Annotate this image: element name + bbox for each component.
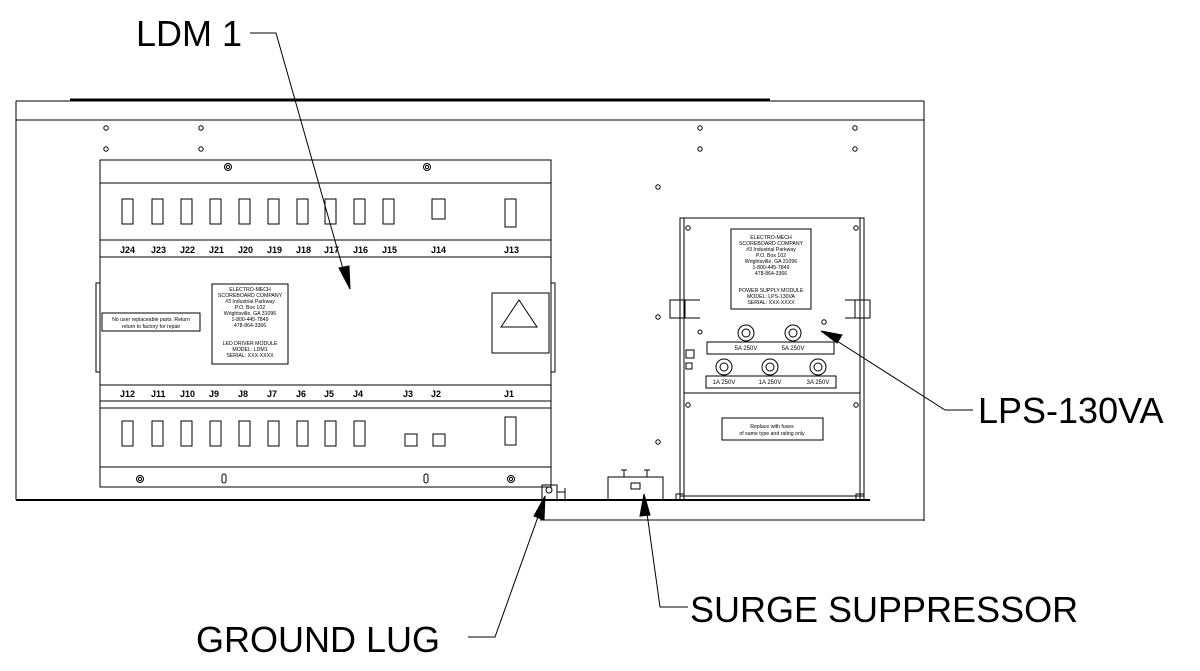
fuse-rating: 1A 250V <box>713 380 736 386</box>
label-line: 1-800-445-7849 <box>753 265 790 271</box>
connector-label: J9 <box>209 389 219 399</box>
surge-callout-label: SURGE SUPPRESSOR <box>690 589 1078 630</box>
ldm-warning-box <box>101 312 201 332</box>
connector-label: J17 <box>324 245 339 255</box>
lps-label-text: ELECTRO-MECH SCOREBOARD COMPANY #3 Indus… <box>739 235 804 306</box>
lps-replace-note-box <box>721 417 824 441</box>
ldm-callout-label: LDM 1 <box>136 13 242 54</box>
connector-label: J6 <box>296 389 306 399</box>
label-line: MODEL: LPS-130VA <box>747 294 796 300</box>
surge-suppressor <box>607 469 664 501</box>
enclosure <box>15 98 925 521</box>
ground-arrowhead <box>533 495 546 521</box>
label-line: POWER SUPPLY MODULE <box>739 288 804 294</box>
connector-label: J13 <box>504 245 519 255</box>
connector-label: J3 <box>403 389 413 399</box>
connector-label: J5 <box>324 389 334 399</box>
lps-callout-label: LPS-130VA <box>978 390 1163 431</box>
ground-leader <box>468 499 545 638</box>
ldm-leader <box>250 32 348 284</box>
label-line: SCOREBOARD COMPANY <box>218 293 283 299</box>
leader-lines <box>250 32 973 638</box>
connector-label: J21 <box>209 245 224 255</box>
triangle-icon <box>500 299 538 328</box>
ldm-warning-text: No user replaceable parts. Return return… <box>112 317 190 330</box>
ground-callout-label: GROUND LUG <box>196 619 440 660</box>
label-line: P.O. Box 102 <box>235 305 265 311</box>
surge-leader <box>644 498 688 608</box>
label-line: P.O. Box 102 <box>756 253 786 259</box>
connector-label: J18 <box>296 245 311 255</box>
connector-label: J14 <box>431 245 446 255</box>
label-line: SCOREBOARD COMPANY <box>739 241 804 247</box>
lps-product-label <box>730 228 812 310</box>
connector-label: J12 <box>120 389 135 399</box>
connector-label: J11 <box>151 389 166 399</box>
bottom-connector-slots <box>121 416 517 447</box>
connector-label: J8 <box>238 389 248 399</box>
label-line: SERIAL: XXX-XXXX <box>747 300 795 306</box>
warning-line: No user replaceable parts. Return <box>112 317 190 323</box>
connector-label: J15 <box>382 245 397 255</box>
lps-fuse-ratings: 5A 250V 5A 250V 1A 250V 1A 250V 3A 250V <box>713 346 830 386</box>
lps-module <box>669 217 871 501</box>
bottom-connector-labels: J12 J11 J10 J9 J8 J7 J6 J5 J4 J3 J2 J1 <box>120 389 514 399</box>
connector-label: J19 <box>267 245 282 255</box>
connector-label: J2 <box>431 389 441 399</box>
label-line: MODEL: LDM1 <box>232 347 267 353</box>
connector-label: J4 <box>353 389 363 399</box>
surge-arrowhead <box>639 493 651 517</box>
label-line: ELECTRO-MECH <box>229 287 271 293</box>
connector-label: J1 <box>504 389 514 399</box>
label-line: #3 Industrial Parkway <box>746 247 796 253</box>
connector-label: J24 <box>120 245 135 255</box>
fuse-rating: 1A 250V <box>759 380 782 386</box>
lps-replace-note-text: Replace with fuses of same type and rati… <box>739 424 805 437</box>
connector-label: J23 <box>151 245 166 255</box>
label-line: Wrightsville, GA 31096 <box>745 259 797 265</box>
label-line: SERIAL: XXX-XXXX <box>226 353 274 359</box>
mounting-holes <box>103 125 858 445</box>
ldm-indicator-window <box>491 292 550 354</box>
ldm-label-text: ELECTRO-MECH SCOREBOARD COMPANY #3 Indus… <box>218 287 283 359</box>
label-line: #3 Industrial Parkway <box>225 299 275 305</box>
ldm-product-label <box>211 283 289 365</box>
lps-arrowhead <box>820 330 843 344</box>
label-line: Wrightsville, GA 31096 <box>224 311 276 317</box>
ldm-module <box>95 159 556 488</box>
fuse-rating: 5A 250V <box>782 346 805 352</box>
top-connector-labels: J24 J23 J22 J21 J20 J19 J18 J17 J16 J15 … <box>120 245 519 255</box>
connector-label: J20 <box>238 245 253 255</box>
ground-lug <box>541 484 566 501</box>
label-line: 1-800-445-7849 <box>232 317 269 323</box>
note-line: Replace with fuses <box>750 424 794 430</box>
fuse-rating: 3A 250V <box>807 380 830 386</box>
connector-label: J16 <box>353 245 368 255</box>
ldm-arrowhead <box>338 265 351 290</box>
connector-label: J7 <box>267 389 277 399</box>
note-line: of same type and rating only <box>739 431 805 437</box>
label-line: 478-864-3366 <box>234 323 266 329</box>
connector-label: J10 <box>180 389 195 399</box>
fuse-rating: 5A 250V <box>735 346 758 352</box>
connector-label: J22 <box>180 245 195 255</box>
label-line: ELECTRO-MECH <box>750 235 792 241</box>
warning-line: return to factory for repair <box>122 324 181 330</box>
top-connector-slots <box>121 198 517 228</box>
lps-leader <box>825 333 973 411</box>
label-line: LED DRIVER MODULE <box>223 341 278 347</box>
label-line: 478-864-3366 <box>755 271 787 277</box>
